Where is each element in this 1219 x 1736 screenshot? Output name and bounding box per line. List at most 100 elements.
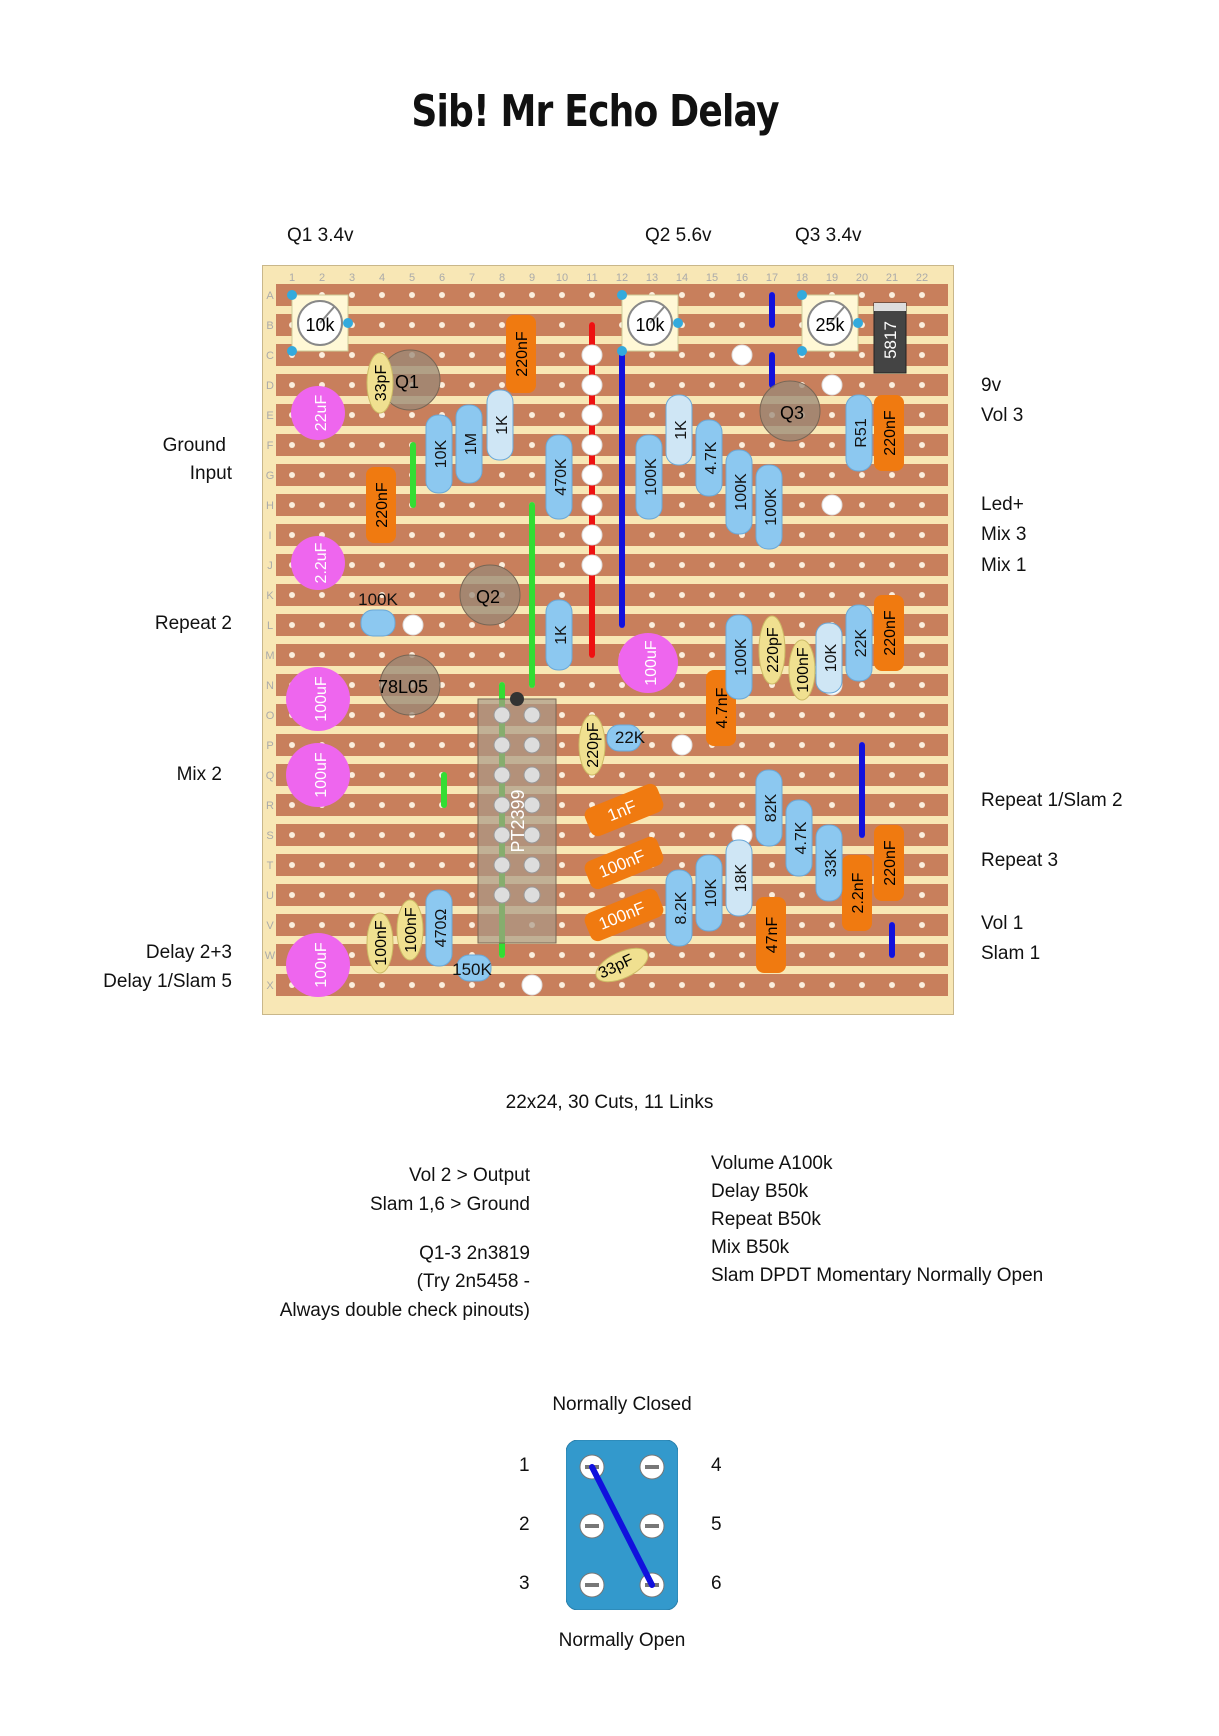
- board-hole: [829, 352, 835, 358]
- board-hole: [499, 382, 505, 388]
- board-hole: [679, 772, 685, 778]
- board-hole: [649, 982, 655, 988]
- row-label: O: [266, 710, 275, 722]
- board-hole: [469, 322, 475, 328]
- board-hole: [319, 352, 325, 358]
- board-hole: [799, 592, 805, 598]
- label-vol-3: Vol 3: [981, 405, 1024, 426]
- board-hole: [799, 712, 805, 718]
- trimpot-label: 10k: [635, 315, 665, 335]
- capacitor-220nf: 220nF: [506, 315, 536, 393]
- board-hole: [289, 502, 295, 508]
- capacitor-100nf: 100nF: [788, 639, 816, 701]
- board-hole: [619, 682, 625, 688]
- diode-label: 5817: [881, 321, 900, 359]
- board-hole: [919, 982, 925, 988]
- board-hole: [559, 832, 565, 838]
- board-hole: [499, 982, 505, 988]
- board-hole: [679, 952, 685, 958]
- board-hole: [439, 562, 445, 568]
- capacitor-label: 100nF: [403, 907, 420, 953]
- column-label: 17: [766, 272, 778, 284]
- board-hole: [709, 502, 715, 508]
- column-label: 11: [586, 272, 597, 284]
- board-hole: [889, 292, 895, 298]
- ic-pin: [493, 706, 511, 724]
- resistor-label: 1K: [673, 420, 690, 440]
- copper-strip: [276, 284, 948, 306]
- row-label: E: [266, 410, 273, 422]
- capacitor-100uf: 100uF: [286, 933, 350, 997]
- board-hole: [349, 772, 355, 778]
- switch-normally-open: Normally Open: [558, 1630, 686, 1651]
- ic-pin: [493, 766, 511, 784]
- column-label: 1: [289, 272, 295, 284]
- row-label: W: [265, 950, 276, 962]
- column-label: 12: [616, 272, 628, 284]
- column-label: 10: [556, 272, 568, 284]
- board-hole: [319, 472, 325, 478]
- regulator-label: 78L05: [378, 677, 428, 697]
- board-hole: [889, 472, 895, 478]
- transistor-q2: Q2: [459, 564, 521, 626]
- board-hole: [919, 922, 925, 928]
- board-hole: [469, 742, 475, 748]
- resistor-label: 100K: [643, 458, 660, 496]
- board-hole: [919, 862, 925, 868]
- track-cut: [581, 404, 603, 426]
- resistor-label: 470Ω: [433, 909, 450, 948]
- column-label: 20: [856, 272, 868, 284]
- board-hole: [679, 982, 685, 988]
- resistor-label: 22K: [853, 628, 870, 657]
- board-hole: [439, 652, 445, 658]
- board-hole: [889, 532, 895, 538]
- capacitor-label: 100uF: [313, 676, 330, 722]
- row-label: B: [266, 320, 273, 332]
- board-hole: [679, 562, 685, 568]
- capacitor-220nf: 220nF: [874, 595, 904, 671]
- board-hole: [769, 562, 775, 568]
- board-hole: [829, 802, 835, 808]
- diode-5817: 5817: [873, 302, 907, 374]
- board-hole: [409, 562, 415, 568]
- board-hole: [739, 412, 745, 418]
- capacitor-label: 220nF: [882, 610, 899, 656]
- capacitor-label: 220nF: [374, 482, 391, 528]
- row-label: N: [266, 680, 274, 692]
- board-hole: [679, 472, 685, 478]
- capacitor-label: 220nF: [882, 840, 899, 886]
- board-hole: [409, 832, 415, 838]
- column-label: 18: [796, 272, 808, 284]
- board-hole: [679, 502, 685, 508]
- capacitor-label: 2.2nF: [850, 872, 867, 913]
- column-label: 19: [826, 272, 838, 284]
- board-hole: [289, 652, 295, 658]
- resistor-label: 150K: [452, 960, 492, 979]
- board-hole: [829, 472, 835, 478]
- board-hole: [649, 562, 655, 568]
- board-hole: [469, 862, 475, 868]
- capacitor-100nf: 100nF: [396, 899, 424, 961]
- board-hole: [919, 292, 925, 298]
- board-hole: [739, 442, 745, 448]
- resistor-4k7: 4.7K: [695, 419, 723, 497]
- resistor-1k: 1K: [665, 394, 693, 466]
- board-hole: [559, 712, 565, 718]
- transistor-label: Q3: [780, 403, 804, 423]
- board-hole: [349, 832, 355, 838]
- resistor-label: 18K: [733, 863, 750, 892]
- ic-label: PT2399: [508, 789, 528, 852]
- capacitor-100uf: 100uF: [286, 667, 350, 731]
- board-hole: [289, 592, 295, 598]
- board-hole: [289, 892, 295, 898]
- board-hole: [559, 892, 565, 898]
- board-hole: [709, 532, 715, 538]
- board-hole: [559, 772, 565, 778]
- label-input: Input: [189, 463, 232, 484]
- board-hole: [319, 622, 325, 628]
- board-hole: [889, 682, 895, 688]
- track-cut: [402, 614, 424, 636]
- resistor-470r: 470Ω: [425, 889, 453, 967]
- switch-pin-6: 6: [711, 1573, 722, 1594]
- resistor-r51: R51: [845, 394, 873, 472]
